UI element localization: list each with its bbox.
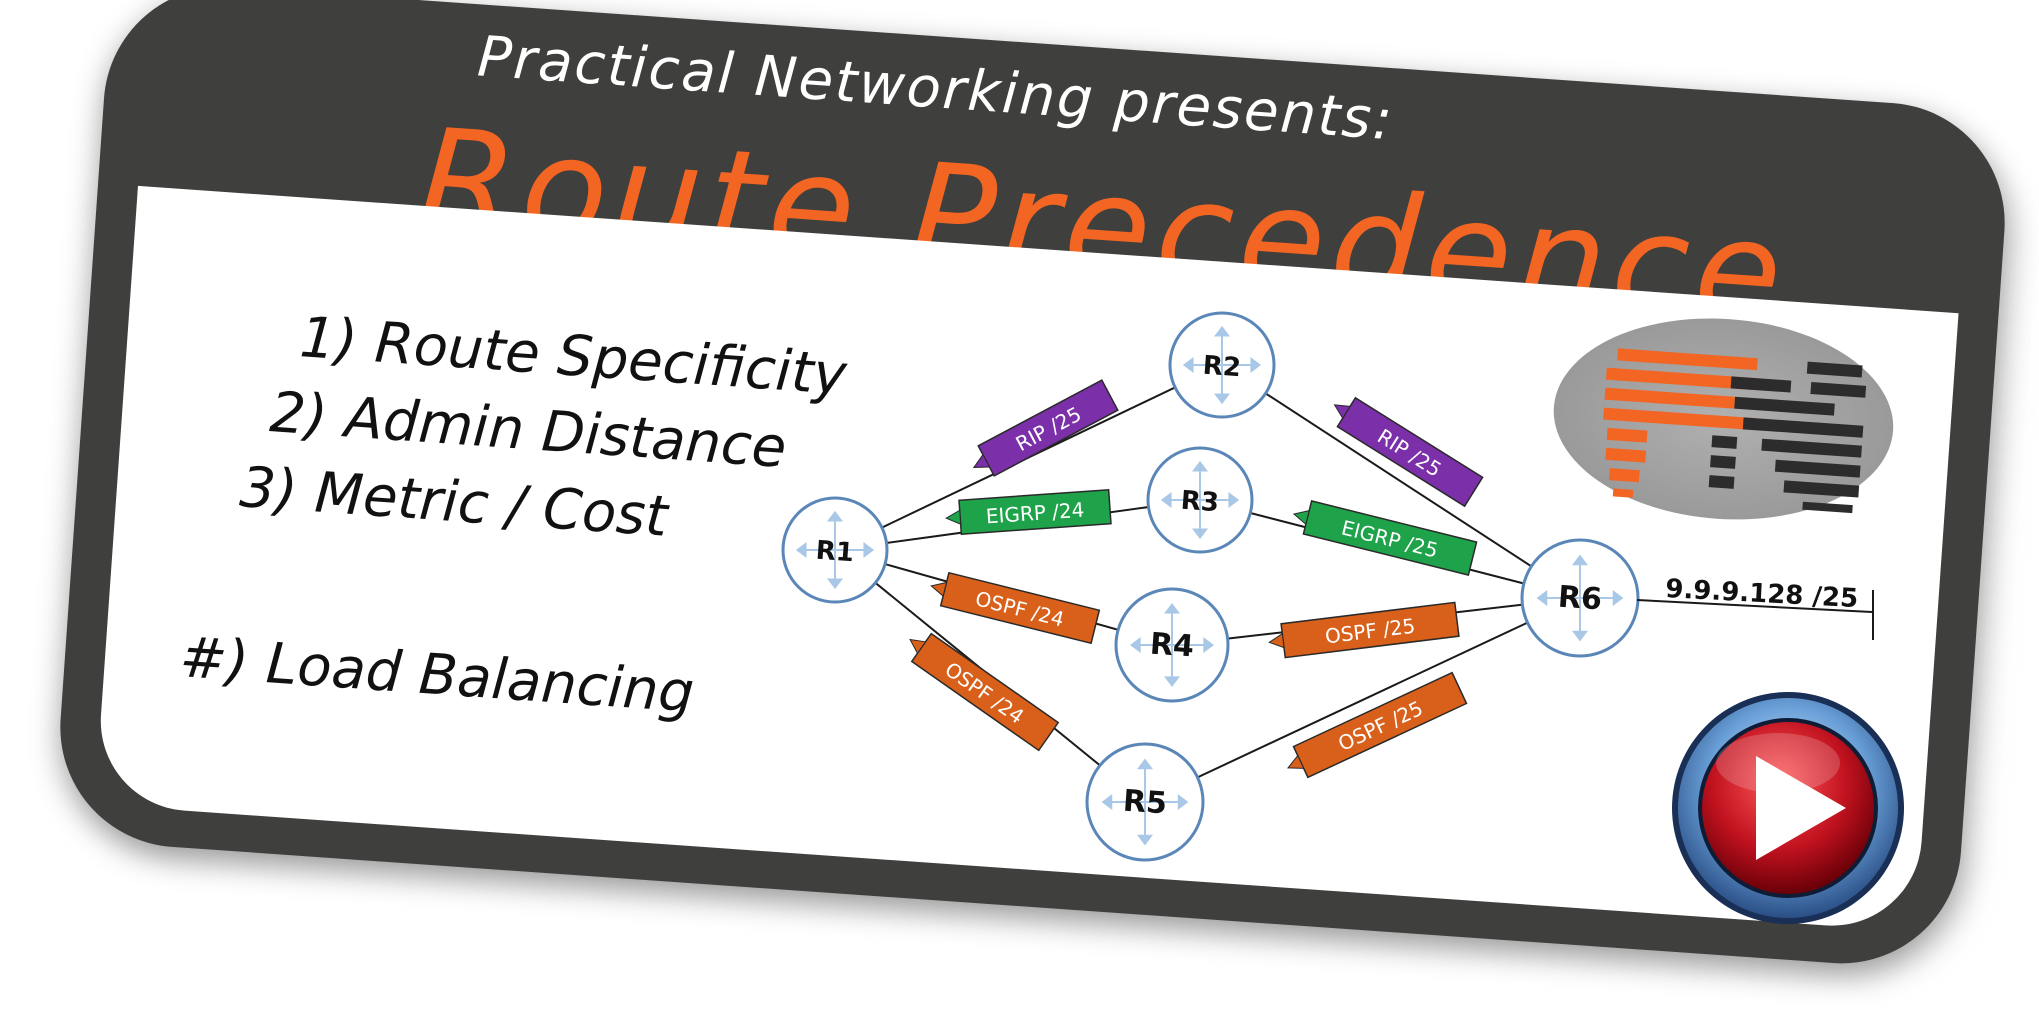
link-r5-r6 <box>1144 597 1581 803</box>
play-button-icon[interactable] <box>1672 692 1904 924</box>
route-tag-arrow-icon <box>1268 632 1285 649</box>
router-label: R4 <box>1149 627 1195 665</box>
router-arrows-icon <box>1536 554 1624 642</box>
router-r3: R3 <box>1146 446 1254 554</box>
route-tag-eigrp-3: EIGRP /25 <box>1292 500 1478 576</box>
route-tag-eigrp-2: EIGRP /24 <box>945 489 1112 535</box>
route-tag-arrow-icon <box>1286 754 1305 769</box>
router-r1: R1 <box>781 496 889 604</box>
router-label: R1 <box>815 536 855 569</box>
router-label: R2 <box>1202 351 1242 384</box>
route-tag-arrow-icon <box>1333 404 1351 420</box>
route-tag-ospf-5: OSPF /25 <box>1268 601 1460 659</box>
route-tag-arrow-icon <box>930 581 948 597</box>
route-tag-ospf-6: OSPF /24 <box>909 632 1060 752</box>
destination-network: 9.9.9.128 /25 <box>1636 574 1874 640</box>
route-tag-ospf-4: OSPF /24 <box>930 571 1101 645</box>
router-arrows-icon <box>1130 603 1214 687</box>
route-tag-arrow-icon <box>909 638 927 655</box>
router-arrows-icon <box>1182 325 1262 405</box>
router-label: R3 <box>1180 486 1220 519</box>
router-label: R5 <box>1122 784 1168 822</box>
router-r5: R5 <box>1085 742 1205 862</box>
route-tag-ospf-7: OSPF /25 <box>1286 671 1468 779</box>
route-tag-rip-0: RIP /25 <box>972 379 1119 477</box>
route-tag-arrow-icon <box>1292 509 1310 526</box>
link-r2-r6 <box>1221 364 1581 599</box>
destination-network-label: 9.9.9.128 /25 <box>1665 574 1859 614</box>
route-tag-arrow-icon <box>945 509 962 525</box>
router-r2: R2 <box>1168 311 1276 419</box>
router-arrows-icon <box>1160 460 1240 540</box>
router-label: R6 <box>1557 580 1603 618</box>
router-arrows-icon <box>1101 758 1189 846</box>
router-arrows-icon <box>795 510 875 590</box>
route-tag-arrow-icon <box>972 453 991 468</box>
router-r6: R6 <box>1520 538 1640 658</box>
practical-networking-logo <box>1553 318 1894 520</box>
router-r4: R4 <box>1114 587 1230 703</box>
